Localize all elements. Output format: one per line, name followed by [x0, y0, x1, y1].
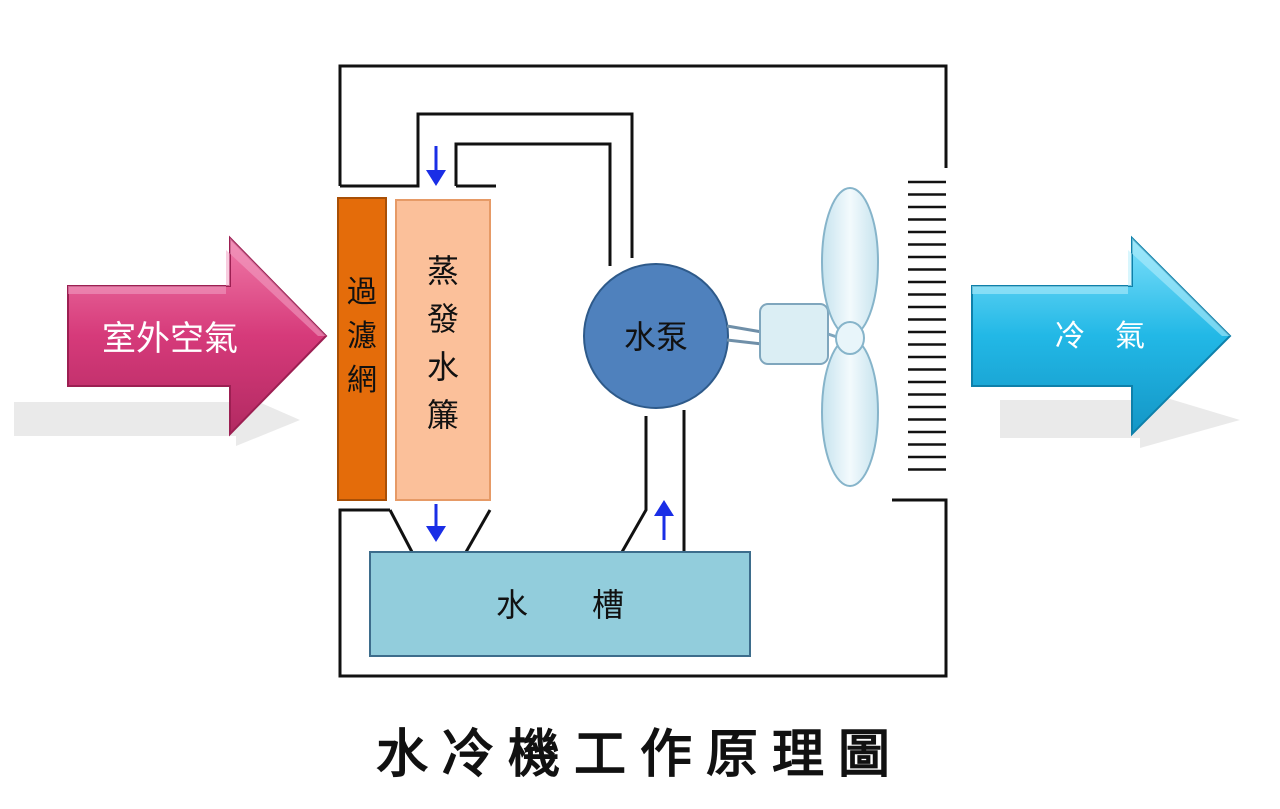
filter-char-1: 過	[347, 275, 377, 310]
flow-arrow-up	[654, 500, 674, 540]
water-pump: 水泵	[583, 263, 729, 409]
outside-air-label: 室外空氣	[102, 319, 238, 359]
cool-air-arrow: 冷 氣	[971, 235, 1240, 448]
fan-blades	[821, 187, 879, 487]
pad-char-3: 水	[427, 348, 459, 386]
pad-char-2: 發	[427, 300, 459, 338]
filter-char-2: 濾	[347, 319, 377, 354]
diagram-caption: 水冷機工作原理圖	[376, 725, 904, 785]
evaporative-pad: 蒸 發 水 簾	[395, 199, 491, 501]
water-tank: 水 槽	[369, 551, 751, 657]
cool-air-label: 冷 氣	[1055, 319, 1145, 354]
flow-arrow-down-top	[426, 146, 446, 186]
water-pump-label: 水泵	[624, 318, 688, 356]
outside-air-arrow: 室外空氣	[14, 235, 328, 446]
filter-char-3: 網	[347, 363, 377, 398]
water-tank-label: 水 槽	[496, 586, 624, 624]
flow-arrow-down-bottom	[426, 504, 446, 542]
pad-char-1: 蒸	[427, 252, 459, 290]
pad-char-4: 簾	[427, 396, 459, 434]
exhaust-grille	[908, 180, 946, 471]
filter-mesh: 過 濾 網	[337, 197, 387, 501]
housing-outline	[338, 64, 948, 678]
fan-motor	[726, 303, 841, 365]
